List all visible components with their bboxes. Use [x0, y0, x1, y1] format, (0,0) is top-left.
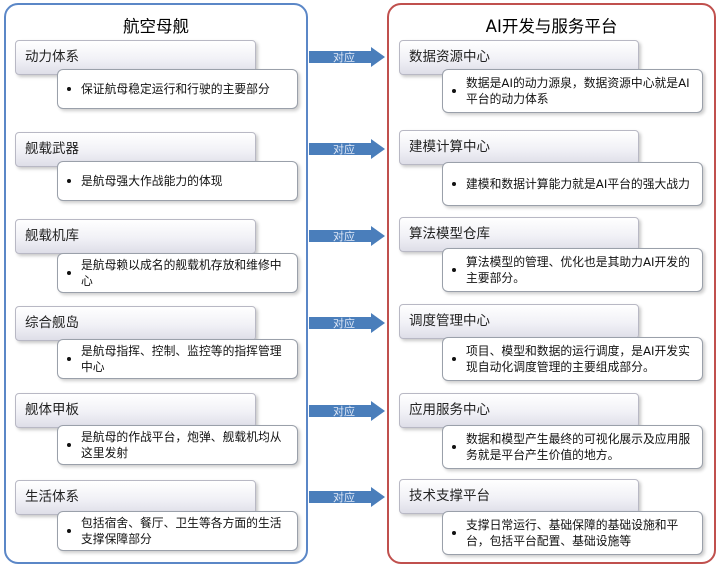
- carrier-item-hangar-text: 是航母赖以成名的舰载机存放和维修中心: [81, 258, 282, 288]
- carrier-item-living-desc: 包括宿舍、餐厅、卫生等各方面的生活支撑保障部分: [57, 511, 298, 551]
- correspondence-arrow: 对应: [309, 487, 385, 507]
- carrier-item-deck-desc: 是航母的作战平台，炮弹、舰载机均从这里发射: [57, 425, 298, 465]
- bullet-dot: [452, 357, 456, 361]
- arrow-label: 对应: [333, 317, 355, 330]
- platform-item-compute: 建模计算中心: [399, 130, 639, 165]
- platform-item-services-text: 数据和模型产生最终的可视化展示及应用服务就是平台产生价值的地方。: [466, 432, 691, 462]
- right-arrow-icon: [309, 226, 385, 246]
- right-panel-title: AI开发与服务平台: [485, 17, 618, 36]
- platform-item-services-desc: 数据和模型产生最终的可视化展示及应用服务就是平台产生价值的地方。: [442, 425, 703, 469]
- right-arrow-icon: [309, 401, 385, 421]
- carrier-item-power-text: 保证航母稳定运行和行驶的主要部分: [81, 82, 270, 96]
- correspondence-arrow: 对应: [309, 47, 385, 67]
- carrier-item-weapons-text: 是航母强大作战能力的体现: [81, 174, 223, 188]
- right-arrow-icon: [309, 47, 385, 67]
- correspondence-arrow: 对应: [309, 226, 385, 246]
- arrow-label: 对应: [333, 491, 355, 504]
- arrow-label: 对应: [333, 143, 355, 156]
- platform-item-data-text: 数据是AI的动力源泉，数据资源中心就是AI平台的动力体系: [466, 76, 690, 106]
- platform-item-services: 应用服务中心: [399, 393, 639, 428]
- carrier-item-weapons-desc: 是航母强大作战能力的体现: [57, 161, 298, 201]
- bullet-dot: [452, 445, 456, 449]
- correspondence-arrow: 对应: [309, 401, 385, 421]
- platform-item-scheduling-desc: 项目、模型和数据的运行调度，是AI开发实现自动化调度管理的主要组成部分。: [442, 337, 703, 381]
- carrier-item-living: 生活体系: [15, 480, 256, 515]
- platform-item-support-desc: 支撑日常运行、基础保障的基础设施和平台，包括平台配置、基础设施等: [442, 511, 703, 555]
- platform-item-compute-desc: 建模和数据计算能力就是AI平台的强大战力: [442, 162, 703, 206]
- bullet-dot: [67, 271, 71, 275]
- correspondence-arrow: 对应: [309, 139, 385, 159]
- arrow-label: 对应: [333, 51, 355, 64]
- bullet-dot: [67, 357, 71, 361]
- carrier-item-deck-text: 是航母的作战平台，炮弹、舰载机均从这里发射: [81, 430, 282, 460]
- carrier-item-power-desc: 保证航母稳定运行和行驶的主要部分: [57, 69, 298, 109]
- platform-item-support-text: 支撑日常运行、基础保障的基础设施和平台，包括平台配置、基础设施等: [466, 518, 679, 548]
- bullet-dot: [452, 182, 456, 186]
- left-panel-title: 航空母舰: [123, 17, 189, 36]
- carrier-item-island: 综合舰岛: [15, 306, 256, 341]
- arrow-label: 对应: [333, 405, 355, 418]
- carrier-item-island-text: 是航母指挥、控制、监控等的指挥管理中心: [81, 344, 282, 374]
- platform-item-models: 算法模型仓库: [399, 217, 639, 252]
- bullet-dot: [67, 529, 71, 533]
- platform-item-scheduling: 调度管理中心: [399, 304, 639, 339]
- bullet-dot: [452, 531, 456, 535]
- correspondence-arrow: 对应: [309, 313, 385, 333]
- bullet-dot: [452, 89, 456, 93]
- right-arrow-icon: [309, 313, 385, 333]
- carrier-item-hangar: 舰载机库: [15, 219, 256, 254]
- carrier-item-living-text: 包括宿舍、餐厅、卫生等各方面的生活支撑保障部分: [81, 516, 282, 546]
- right-arrow-icon: [309, 139, 385, 159]
- carrier-item-island-desc: 是航母指挥、控制、监控等的指挥管理中心: [57, 339, 298, 379]
- carrier-item-deck: 舰体甲板: [15, 393, 256, 428]
- bullet-dot: [67, 443, 71, 447]
- bullet-dot: [67, 87, 71, 91]
- right-arrow-icon: [309, 487, 385, 507]
- bullet-dot: [452, 268, 456, 272]
- platform-item-compute-text: 建模和数据计算能力就是AI平台的强大战力: [466, 177, 690, 191]
- carrier-item-hangar-desc: 是航母赖以成名的舰载机存放和维修中心: [57, 253, 298, 293]
- bullet-dot: [67, 179, 71, 183]
- platform-item-models-desc: 算法模型的管理、优化也是其助力AI开发的主要部分。: [442, 248, 703, 292]
- platform-item-support: 技术支撑平台: [399, 479, 639, 514]
- arrow-label: 对应: [333, 230, 355, 243]
- platform-item-models-text: 算法模型的管理、优化也是其助力AI开发的主要部分。: [466, 255, 690, 285]
- platform-item-scheduling-text: 项目、模型和数据的运行调度，是AI开发实现自动化调度管理的主要组成部分。: [466, 344, 690, 374]
- platform-item-data-desc: 数据是AI的动力源泉，数据资源中心就是AI平台的动力体系: [442, 69, 703, 113]
